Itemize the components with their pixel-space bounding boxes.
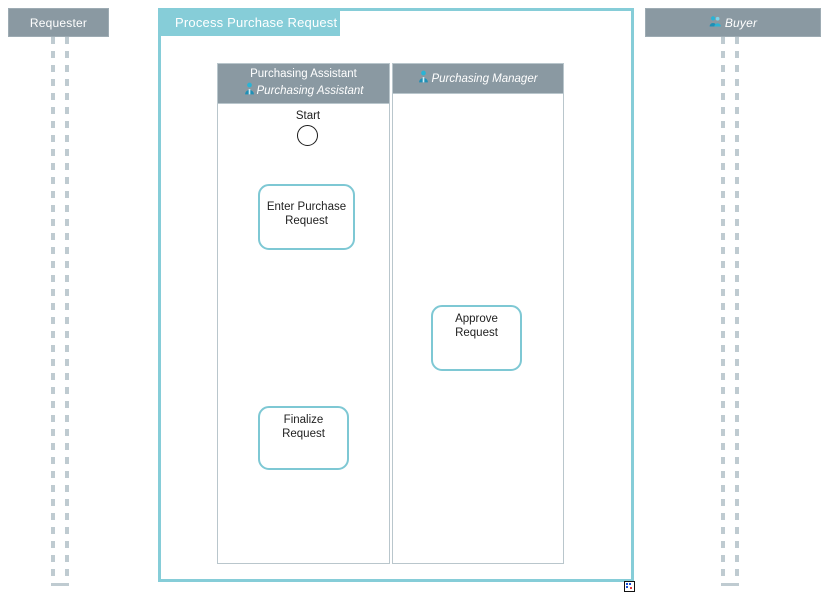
task-enter-purchase-request-label: Enter Purchase Request [266, 201, 347, 227]
process-pool-title: Process Purchase Request [161, 9, 340, 36]
lifeline-requester-left [51, 37, 55, 585]
lane-purchasing-manager-role-wrap: Purchasing Manager [418, 70, 538, 88]
lane-purchasing-assistant-body [218, 104, 389, 563]
lifeline-buyer-foot [721, 583, 739, 586]
task-finalize-request-label: Finalize Request [282, 414, 325, 440]
lifeline-requester-right [65, 37, 69, 585]
person-icon [418, 70, 429, 88]
lane-purchasing-assistant-role-wrap: Purchasing Assistant [244, 82, 364, 100]
task-enter-purchase-request[interactable]: Enter Purchase Request [258, 184, 355, 250]
start-event[interactable] [297, 125, 318, 146]
lane-purchasing-manager-header: Purchasing Manager [393, 64, 563, 94]
lane-purchasing-assistant-name: Purchasing Assistant [250, 68, 357, 80]
lifeline-buyer-left [721, 37, 725, 585]
lifeline-requester-foot [51, 583, 69, 586]
process-pool-title-label: Process Purchase Request [175, 15, 338, 30]
participant-requester[interactable]: Requester [8, 8, 109, 37]
lane-purchasing-assistant-header: Purchasing Assistant Purchasing Assistan… [218, 64, 389, 104]
lifeline-buyer-right [735, 37, 739, 585]
task-approve-request[interactable]: Approve Request [431, 305, 522, 371]
start-event-label: Start [295, 110, 321, 122]
participant-buyer-label: Buyer [724, 15, 758, 30]
participant-requester-label: Requester [29, 15, 88, 30]
lane-purchasing-manager-role: Purchasing Manager [431, 73, 538, 85]
resize-handle-icon[interactable] [624, 581, 635, 592]
person-icon [244, 82, 255, 100]
task-finalize-request[interactable]: Finalize Request [258, 406, 349, 470]
lane-purchasing-assistant-role: Purchasing Assistant [256, 85, 364, 97]
participant-buyer[interactable]: Buyer [645, 8, 821, 37]
lane-purchasing-assistant[interactable]: Purchasing Assistant Purchasing Assistan… [217, 63, 390, 564]
group-icon [709, 15, 722, 31]
task-approve-request-label: Approve Request [455, 313, 498, 339]
